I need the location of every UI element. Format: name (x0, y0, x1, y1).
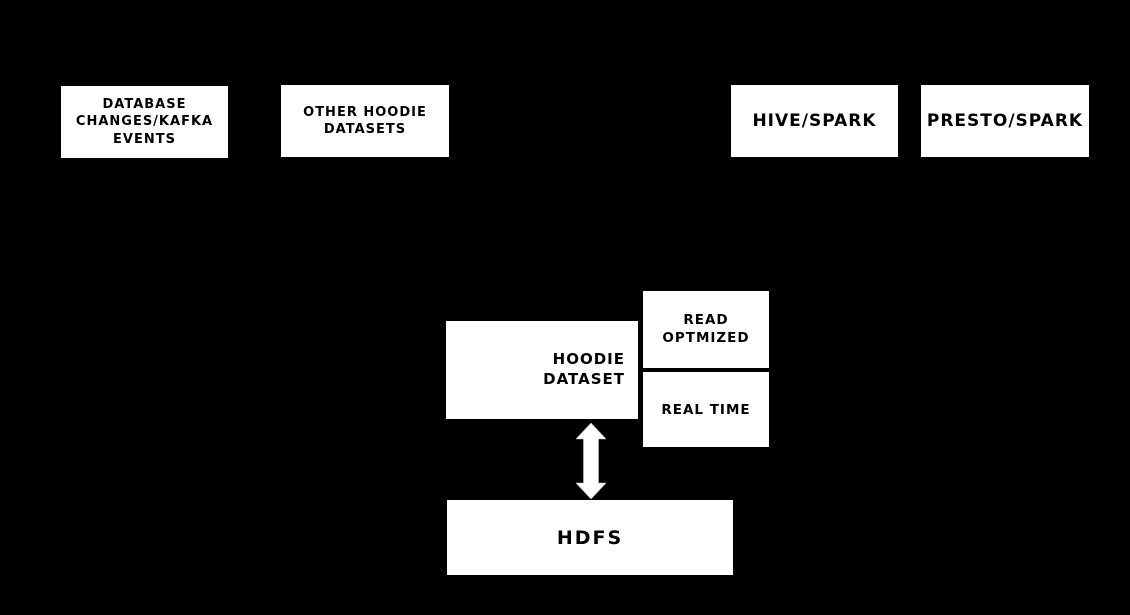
presto-spark-label: PRESTO/SPARK (926, 111, 1084, 131)
label-line: DATASET (543, 370, 625, 388)
other-hoodie-datasets-label: OTHER HOODIE DATASETS (303, 104, 427, 138)
read-optimized-box: READ OPTMIZED (643, 291, 769, 368)
hoodie-dataset-box: HOODIE DATASET (446, 321, 638, 419)
hive-spark-label: HIVE/SPARK (752, 111, 877, 131)
double-headed-vertical-arrow-icon (576, 423, 606, 499)
label-line: READ (683, 311, 729, 328)
hdfs-box: HDFS (447, 500, 733, 575)
read-optimized-label: READ OPTMIZED (662, 312, 749, 348)
label-line: EVENTS (113, 131, 176, 147)
database-changes-kafka-events-label: DATABASE CHANGES/KAFKA EVENTS (76, 96, 213, 147)
hive-spark-box: HIVE/SPARK (731, 85, 898, 157)
label-line: HOODIE (552, 350, 625, 369)
label-line: OPTMIZED (662, 329, 750, 346)
real-time-box: REAL TIME (643, 372, 769, 447)
presto-spark-box: PRESTO/SPARK (921, 85, 1089, 157)
real-time-label: REAL TIME (661, 401, 751, 418)
other-hoodie-datasets-box: OTHER HOODIE DATASETS (281, 85, 449, 157)
database-changes-kafka-events-box: DATABASE CHANGES/KAFKA EVENTS (61, 86, 228, 158)
label-line: DATABASE (102, 97, 187, 113)
label-line: OTHER HOODIE (303, 104, 427, 120)
label-line: DATASETS (323, 122, 407, 137)
hdfs-label: HDFS (556, 526, 624, 549)
label-line: CHANGES/KAFKA (75, 114, 214, 130)
hoodie-dataset-label: HOODIE DATASET (543, 350, 625, 390)
